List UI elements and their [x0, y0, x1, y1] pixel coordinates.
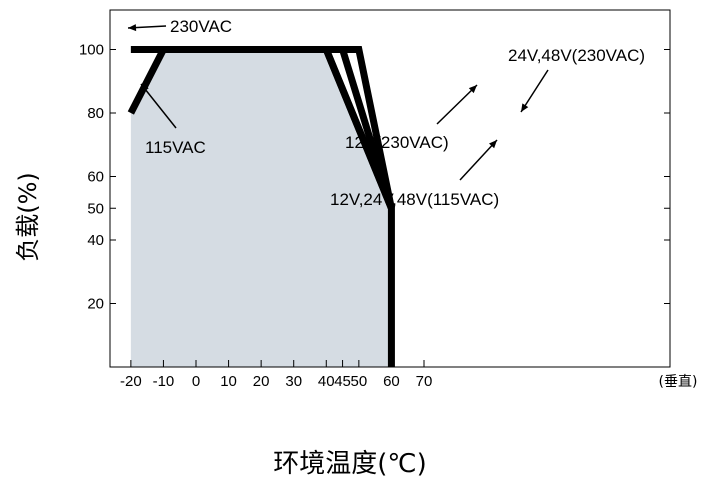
annotation-arrowhead [488, 140, 497, 149]
x-tick-label: -20 [120, 373, 142, 390]
y-tick-label: 60 [87, 169, 104, 186]
annotation-arrowhead [128, 24, 137, 32]
y-tick-label: 50 [87, 200, 104, 217]
y-tick-label: 20 [87, 296, 104, 313]
annotation-label-all-115: 12V,24V,48V(115VAC) [330, 190, 499, 209]
x-tick-label: 70 [416, 373, 433, 390]
x-tick-label: 0 [192, 373, 200, 390]
annotation-arrowhead [521, 103, 529, 112]
annotation-label-24v48v-230: 24V,48V(230VAC) [508, 46, 645, 65]
operating-area-fill [130, 49, 392, 367]
annotation-label-115vac: 115VAC [145, 138, 206, 157]
y-axis-title: 负载(%) [14, 172, 42, 262]
x-tick-label: 45 [334, 373, 351, 390]
x-tick-label: 60 [383, 373, 400, 390]
series-line-12v-24v-48v-115vac- [323, 48, 395, 210]
annotation-arrowhead [468, 85, 477, 94]
x-axis-title: 环境温度(℃) [273, 449, 427, 479]
y-tick-label: 100 [79, 42, 104, 59]
annotation-leader [436, 84, 478, 125]
x-tick-label: 10 [220, 373, 237, 390]
x-tick-label: 40 [318, 373, 335, 390]
y-tick-label: 40 [87, 232, 104, 249]
annotation-leader [520, 69, 549, 113]
y-tick-label: 80 [87, 105, 104, 122]
annotation-leader [459, 139, 498, 181]
x-tick-label: 50 [351, 373, 368, 390]
x-axis-note: (垂直) [659, 373, 698, 390]
annotation-label-230vac: 230VAC [170, 17, 232, 36]
annotation-label-12v-230: 12V(230VAC) [345, 133, 449, 152]
x-tick-label: 20 [253, 373, 270, 390]
x-tick-label: -10 [153, 373, 175, 390]
x-tick-label: 30 [285, 373, 302, 390]
annotation-arrowhead [141, 84, 149, 93]
series-line-24v-48v-230vac- [342, 46, 395, 209]
annotation-leader [140, 83, 177, 129]
